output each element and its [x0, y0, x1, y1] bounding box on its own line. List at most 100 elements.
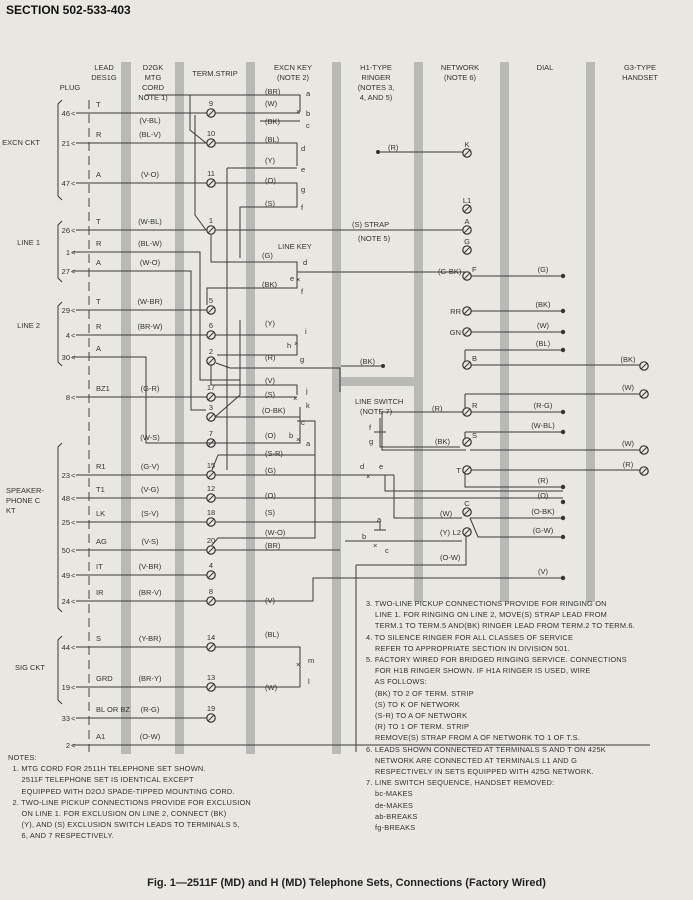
terminal-number: 15 [207, 461, 215, 470]
cord-color: (G-R) [141, 384, 160, 393]
terminal [206, 330, 216, 340]
terminal [206, 108, 216, 118]
terminal [206, 225, 216, 235]
header-plug: PLUG [60, 83, 81, 92]
contact-letter: e [290, 274, 294, 283]
ringer-labels: (R) (S) STRAP (NOTE 5) (BK) [352, 143, 399, 366]
handset-wire-label: (W) [622, 439, 635, 448]
terminal-number: 9 [209, 99, 213, 108]
lead-designation: S [96, 634, 101, 643]
switch-contact-icon: × [293, 394, 297, 403]
terminal [206, 356, 216, 366]
header-ringer-3: (NOTES 3, [358, 83, 395, 92]
terminal [206, 570, 216, 580]
lead-designation: IR [96, 588, 104, 597]
switch-contact-icon: × [296, 275, 300, 284]
network-terminal-label: C [464, 499, 470, 508]
plug-pin: 19 [62, 683, 70, 692]
lead-designation: A [96, 344, 101, 353]
plug-arrow-icon: < [71, 518, 76, 527]
dial-wire-label: (O) [538, 491, 549, 500]
plug-pin: 46 [62, 109, 70, 118]
dial-lead-end [560, 534, 566, 540]
wire-color-label: (BR) [265, 541, 281, 550]
dial-lead-end [560, 575, 566, 581]
header-network-2: (NOTE 6) [444, 73, 477, 82]
lead-designation: R [96, 322, 102, 331]
contact-letter: i [305, 327, 307, 336]
group-excn-ckt: EXCN CKT [2, 138, 40, 147]
network-terminal-label: A [464, 217, 469, 226]
header-lead-2: DES1G [91, 73, 117, 82]
lead-designation: R [96, 130, 102, 139]
lead-designation: LK [96, 509, 105, 518]
header-cord-4: NOTE 1) [138, 93, 168, 102]
contact-letter: e [301, 165, 305, 174]
plug-arrow-icon: < [71, 179, 76, 188]
header-ringer-2: RINGER [361, 73, 391, 82]
plug-arrow-icon: < [71, 643, 76, 652]
notes-right: 3. TWO-LINE PICKUP CONNECTIONS PROVIDE F… [366, 598, 635, 833]
terminal-number: 1 [209, 216, 213, 225]
cord-color: (W-BR) [138, 297, 163, 306]
terminal-number: 17 [207, 383, 215, 392]
note-line: 2511F TELEPHONE SET IS IDENTICAL EXCEPT [8, 775, 194, 785]
terminal-number: 14 [207, 633, 215, 642]
plug-pin: 44 [62, 643, 70, 652]
ls-g: g [369, 437, 373, 446]
terminal [206, 470, 216, 480]
wire-color-label: (O) [265, 176, 276, 185]
cord-color: (O-W) [140, 732, 161, 741]
figure-caption: Fig. 1—2511F (MD) and H (MD) Telephone S… [147, 877, 546, 889]
wire-color-label: (R) [265, 353, 276, 362]
contact-letter: c [306, 121, 310, 130]
lead-designation: T [96, 217, 101, 226]
contact-letter: b [306, 109, 310, 118]
plug-pin: 25 [62, 518, 70, 527]
network-terminal [462, 327, 472, 337]
column-headers: PLUG LEAD DES1G D2GK MTG CORD NOTE 1) TE… [60, 63, 659, 102]
wiring-diagram: PLUG LEAD DES1G D2GK MTG CORD NOTE 1) TE… [2, 62, 659, 754]
ls-e: e [379, 462, 383, 471]
strap-note: (NOTE 5) [358, 234, 391, 243]
line-switch-note: (NOTE 7) [360, 407, 393, 416]
plug-pin: 23 [62, 471, 70, 480]
plug-pin: 48 [62, 494, 70, 503]
plug-arrow-icon: < [71, 546, 76, 555]
note-line: NOTES: [8, 753, 37, 762]
note-line: 3. TWO-LINE PICKUP CONNECTIONS PROVIDE F… [366, 599, 607, 608]
contact-letter: a [306, 89, 311, 98]
contact-letter: c [301, 418, 305, 427]
ls-ow-label: (O-W) [440, 553, 461, 562]
note-line: FOR H1B RINGER SHOWN. IF H1A RINGER IS U… [366, 666, 591, 676]
header-dial: DIAL [537, 63, 554, 72]
network-terminal [462, 245, 472, 255]
wire-color-label: (V) [265, 376, 276, 385]
lead-designation: A [96, 258, 101, 267]
note-line: (S) TO K OF NETWORK [366, 699, 460, 709]
terminal-number: 11 [207, 169, 215, 178]
terminal [206, 517, 216, 527]
wire-color-label: (W-O) [265, 528, 286, 537]
plug-pin: 8 [66, 393, 70, 402]
ls-contact-de-icon: × [366, 472, 370, 481]
cord-color: (BR-Y) [139, 674, 162, 683]
note-line: (R) TO 1 OF TERM. STRIP [366, 722, 470, 732]
wires [72, 94, 650, 752]
note-line: (S-R) TO A OF NETWORK [366, 711, 468, 721]
plug-pin: 30 [62, 353, 70, 362]
note-line: REFER TO APPROPRIATE SECTION IN DIVISION… [366, 643, 571, 653]
terminal-number: 5 [209, 296, 213, 305]
section-number: SECTION 502-533-403 [6, 3, 131, 17]
handset-terminals: (BK)(W)(W)(R) [621, 355, 649, 476]
network-terminal [462, 437, 472, 447]
header-cord-3: CORD [142, 83, 165, 92]
contact-letter: j [305, 386, 308, 395]
network-terminal [462, 527, 472, 537]
network-gbk-label: (G-BK) [438, 267, 462, 276]
plug-pin: 47 [62, 179, 70, 188]
note-line: EQUIPPED WITH D2OJ SPADE-TIPPED MOUNTING… [8, 786, 235, 796]
switch-contact-icon: × [296, 660, 300, 669]
